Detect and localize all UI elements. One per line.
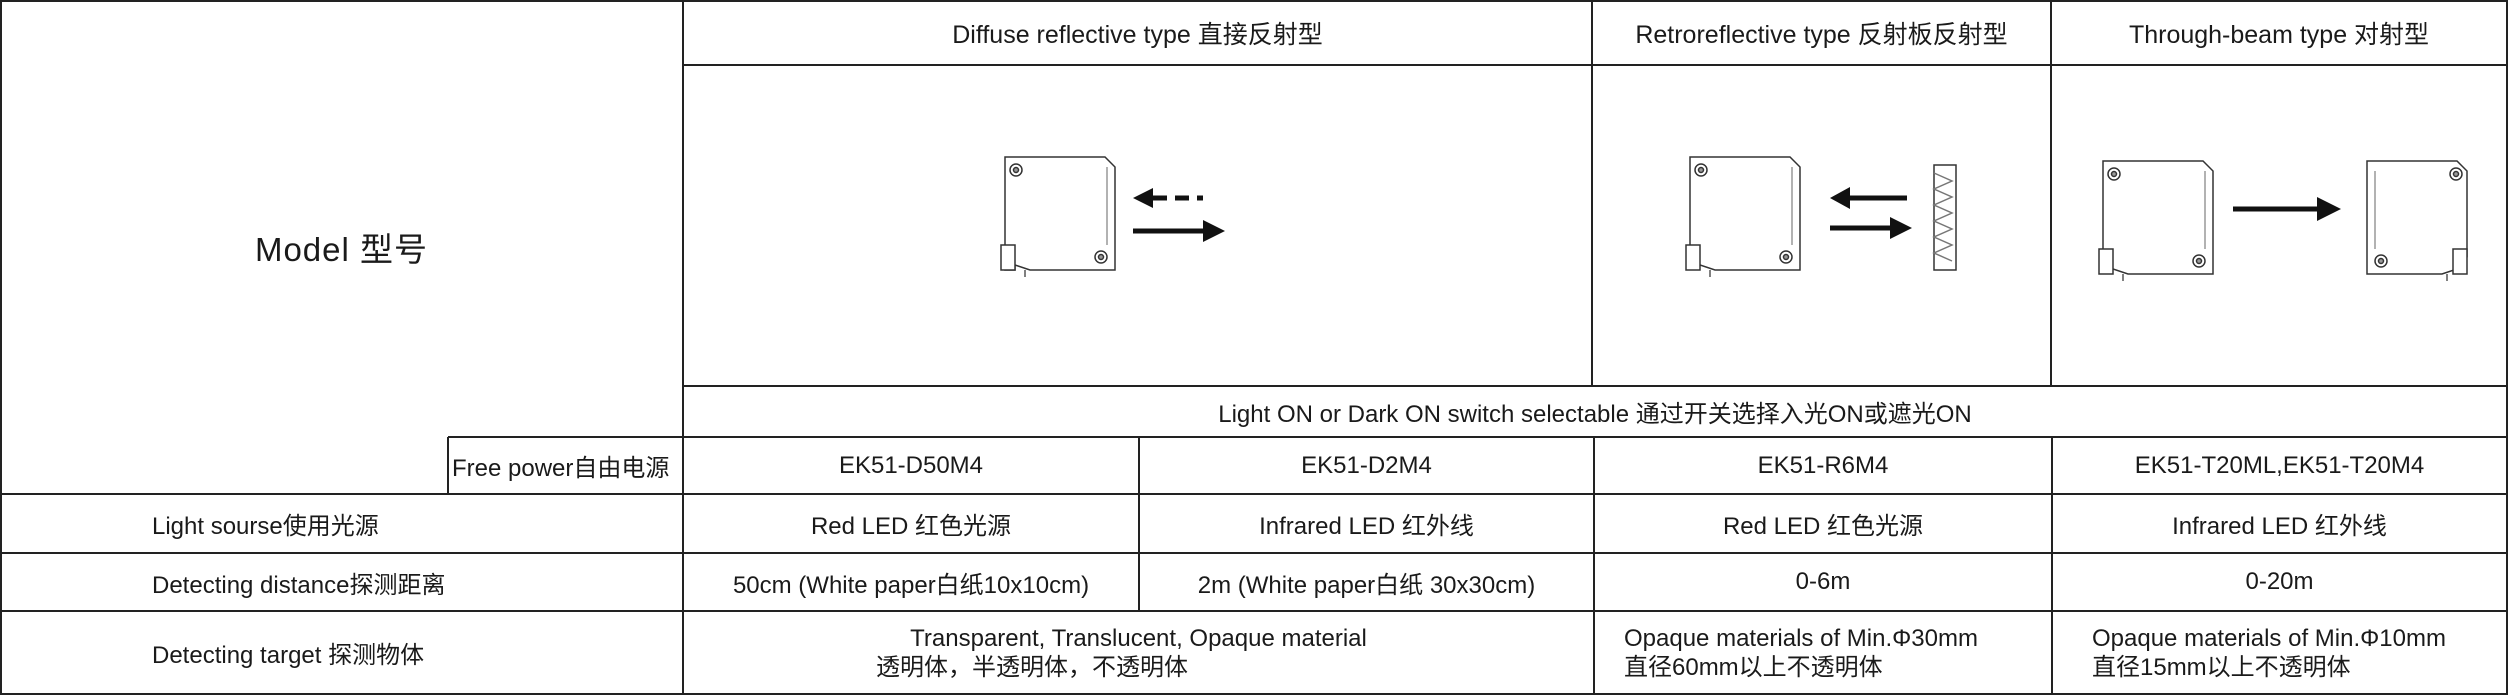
sensor-icon bbox=[1000, 156, 1116, 277]
return-arrow-icon bbox=[1830, 187, 1907, 209]
switch-selectable-note: Light ON or Dark ON switch selectable 通过… bbox=[1218, 401, 1972, 428]
distance-through-beam: 0-20m bbox=[2245, 568, 2314, 595]
retroreflective-illustration bbox=[1685, 156, 1957, 277]
model-code-retro: EK51-R6M4 bbox=[1757, 451, 1889, 479]
header-through-beam-type: Through-beam type 对射型 bbox=[2128, 20, 2430, 49]
model-code-through-beam: EK51-T20ML,EK51-T20M4 bbox=[2134, 451, 2425, 479]
emitter-sensor-icon bbox=[2098, 160, 2214, 281]
light-source-diffuse-2m: Infrared LED 红外线 bbox=[1259, 513, 1474, 540]
target-through-line2: 直径15mm以上不透明体 bbox=[2092, 653, 2351, 681]
through-beam-illustration bbox=[2098, 160, 2468, 281]
light-source-retro: Red LED 红色光源 bbox=[1722, 513, 1924, 540]
distance-diffuse-50: 50cm (White paper白纸10x10cm) bbox=[732, 571, 1090, 599]
emit-arrow-icon bbox=[1830, 217, 1912, 239]
model-code-diffuse-50: EK51-D50M4 bbox=[838, 451, 984, 479]
target-diffuse-line2: 透明体，半透明体，不透明体 bbox=[876, 653, 1188, 681]
dashed-return-arrow-icon bbox=[1133, 188, 1203, 208]
detecting-distance-label: Detecting distance探测距离 bbox=[152, 571, 446, 599]
target-through-line1: Opaque materials of Min.Φ10mm bbox=[2092, 624, 2446, 652]
distance-diffuse-2m: 2m (White paper白纸 30x30cm) bbox=[1197, 571, 1536, 599]
model-label: Model 型号 bbox=[254, 231, 429, 268]
sensor-icon bbox=[1685, 156, 1801, 277]
receiver-sensor-icon bbox=[2366, 160, 2468, 281]
target-diffuse: Transparent, Translucent, Opaque materia… bbox=[683, 611, 1594, 694]
distance-retro: 0-6m bbox=[1795, 568, 1851, 595]
model-code-diffuse-2m: EK51-D2M4 bbox=[1301, 451, 1432, 479]
light-source-diffuse-50: Red LED 红色光源 bbox=[810, 513, 1012, 540]
header-retroreflective-type: Retroreflective type 反射板反射型 bbox=[1635, 20, 2008, 49]
target-through-beam: Opaque materials of Min.Φ10mm 直径15mm以上不透… bbox=[2092, 611, 2507, 694]
reflector-icon bbox=[1932, 164, 1957, 271]
target-retro-line2: 直径60mm以上不透明体 bbox=[1624, 653, 1883, 681]
free-power-label: Free power自由电源 bbox=[452, 455, 670, 482]
light-source-label: Light sourse使用光源 bbox=[152, 513, 379, 540]
light-source-through-beam: Infrared LED 红外线 bbox=[2172, 513, 2387, 540]
target-retro: Opaque materials of Min.Φ30mm 直径60mm以上不透… bbox=[1624, 611, 2052, 694]
detecting-target-label: Detecting target 探测物体 bbox=[152, 642, 425, 669]
target-diffuse-line1: Transparent, Translucent, Opaque materia… bbox=[910, 624, 1367, 652]
target-retro-line1: Opaque materials of Min.Φ30mm bbox=[1624, 624, 1978, 652]
header-diffuse-type: Diffuse reflective type 直接反射型 bbox=[952, 20, 1323, 49]
diffuse-reflective-illustration bbox=[1000, 156, 1225, 277]
beam-arrow-icon bbox=[2233, 197, 2341, 221]
emit-arrow-icon bbox=[1133, 220, 1225, 242]
